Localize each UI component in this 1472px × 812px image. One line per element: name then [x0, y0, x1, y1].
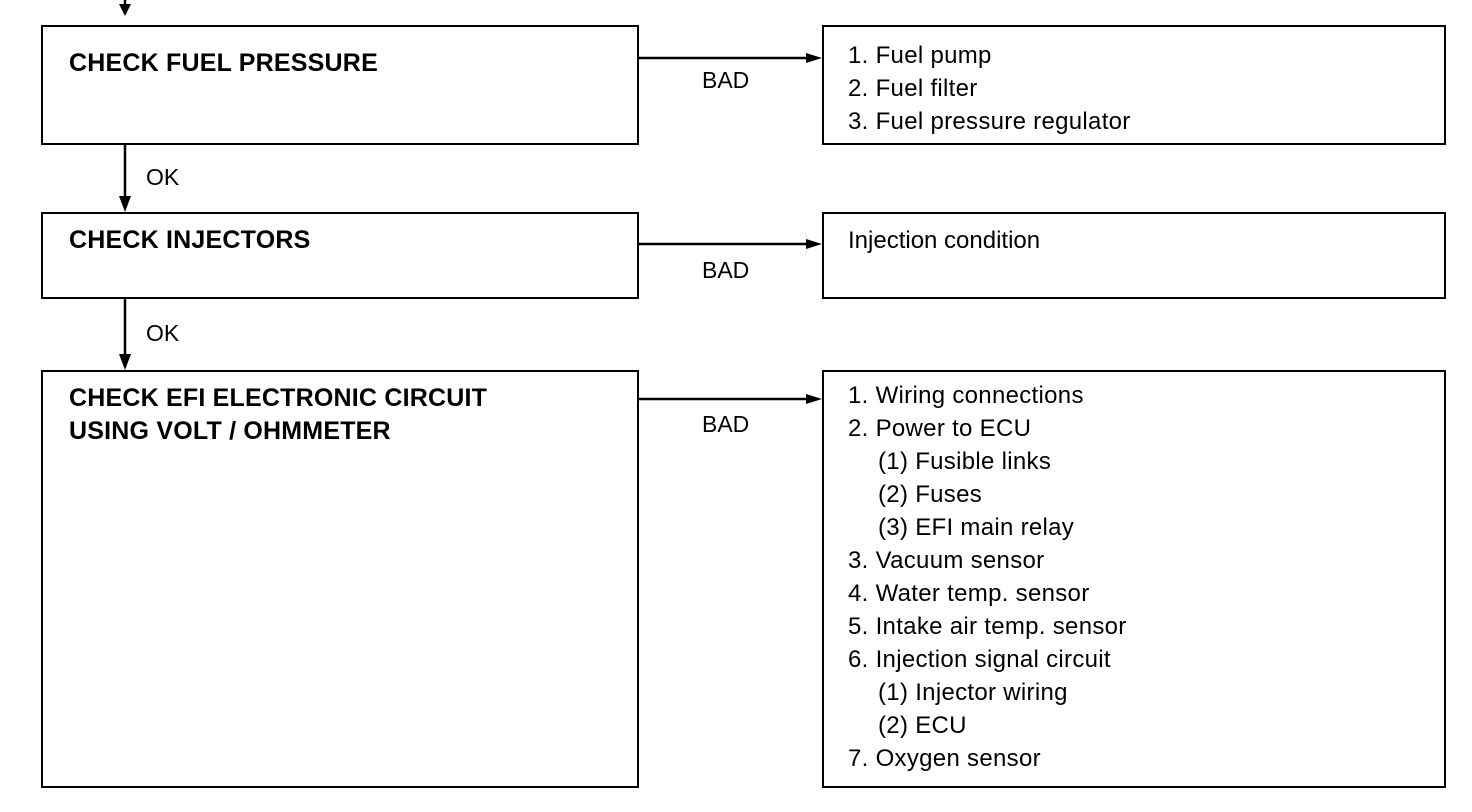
bad-arrow-3 [638, 394, 822, 404]
bad-label-efi-circuit: BAD [702, 411, 750, 437]
list-item: 2. Power to ECU [848, 415, 1032, 442]
bad-label-injectors: BAD [702, 257, 750, 283]
bad-arrow-1 [638, 53, 822, 63]
list-item-sub: (2) ECU [878, 712, 967, 739]
ok-label-injectors: OK [146, 320, 180, 346]
list-item: 3. Fuel pressure regulator [848, 108, 1131, 135]
fuel-pressure-causes-list: 1. Fuel pump 2. Fuel filter 3. Fuel pres… [848, 39, 1444, 138]
check-fuel-pressure-title: CHECK FUEL PRESSURE [69, 49, 378, 77]
check-efi-circuit-box: CHECK EFI ELECTRONIC CIRCUIT USING VOLT … [41, 370, 639, 788]
ok-arrow-2 [119, 299, 131, 370]
check-fuel-pressure-box: CHECK FUEL PRESSURE [41, 25, 639, 145]
list-item: 1. Fuel pump [848, 42, 992, 69]
list-item-sub: (2) Fuses [878, 481, 983, 508]
list-item: 1. Wiring connections [848, 382, 1084, 409]
bad-label-fuel-pressure: BAD [702, 67, 750, 93]
check-efi-circuit-title-line-2: USING VOLT / OHMMETER [69, 417, 391, 445]
injectors-causes-box: Injection condition [822, 212, 1446, 299]
list-item: 3. Vacuum sensor [848, 547, 1045, 574]
bad-arrow-2 [638, 239, 822, 249]
list-item: 6. Injection signal circuit [848, 646, 1111, 673]
check-injectors-title: CHECK INJECTORS [69, 226, 311, 254]
ok-label-fuel-pressure: OK [146, 164, 180, 190]
list-item: 4. Water temp. sensor [848, 580, 1090, 607]
list-item: 5. Intake air temp. sensor [848, 613, 1127, 640]
incoming-arrow [119, 0, 131, 16]
efi-circuit-causes-box: 1. Wiring connections 2. Power to ECU (1… [822, 370, 1446, 788]
list-item-sub: (1) Injector wiring [878, 679, 1068, 706]
ok-arrow-1 [119, 145, 131, 212]
fuel-pressure-causes-box: 1. Fuel pump 2. Fuel filter 3. Fuel pres… [822, 25, 1446, 145]
check-injectors-box: CHECK INJECTORS [41, 212, 639, 299]
efi-circuit-causes-list: 1. Wiring connections 2. Power to ECU (1… [848, 379, 1444, 775]
check-efi-circuit-title-line-1: CHECK EFI ELECTRONIC CIRCUIT [69, 384, 488, 412]
injectors-cause-text: Injection condition [848, 227, 1041, 254]
list-item-sub: (1) Fusible links [878, 448, 1052, 475]
list-item-sub: (3) EFI main relay [878, 514, 1075, 541]
list-item: 2. Fuel filter [848, 75, 978, 102]
list-item: 7. Oxygen sensor [848, 745, 1041, 772]
